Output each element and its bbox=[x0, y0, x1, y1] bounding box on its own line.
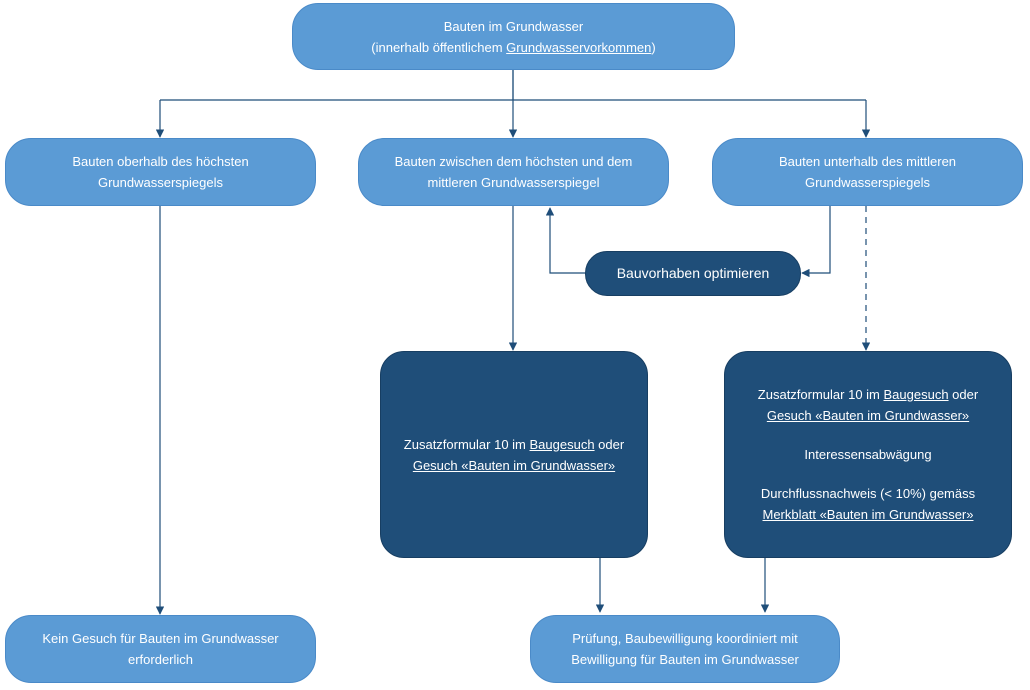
node-below-line2: Grundwasserspiegels bbox=[804, 175, 930, 190]
node-above-highest-level: Bauten oberhalb des höchsten Grundwasser… bbox=[5, 138, 316, 206]
baugesuch-link[interactable]: Baugesuch bbox=[529, 436, 595, 452]
arrow-optimize-to-mid bbox=[545, 207, 585, 274]
node-mid-form: Zusatzformular 10 im Baugesuch oder Gesu… bbox=[380, 351, 648, 558]
approval-line2: Bewilligung für Bauten im Grundwasser bbox=[571, 652, 799, 667]
optimize-label: Bauvorhaben optimieren bbox=[616, 265, 770, 281]
node-below-line1: Bauten unterhalb des mittleren bbox=[778, 154, 957, 169]
root-node-title: Bauten im Grundwasser bbox=[443, 18, 584, 34]
node-between-levels: Bauten zwischen dem höchsten und dem mit… bbox=[358, 138, 669, 206]
node-approval: Prüfung, Baubewilligung koordiniert mit … bbox=[530, 615, 840, 683]
node-right-form: Zusatzformular 10 im Baugesuch oder Gesu… bbox=[724, 351, 1012, 558]
root-node-bauten-im-grundwasser: Bauten im Grundwasser (innerhalb öffentl… bbox=[292, 3, 735, 70]
node-above-line1: Bauten oberhalb des höchsten bbox=[72, 154, 249, 169]
grundwasservorkommen-link[interactable]: Grundwasservorkommen bbox=[506, 39, 652, 55]
baugesuch-link[interactable]: Baugesuch bbox=[883, 387, 949, 402]
no-request-line1: Kein Gesuch für Bauten im Grundwasser bbox=[42, 631, 279, 646]
gesuch-bauten-im-grundwasser-link[interactable]: Gesuch «Bauten im Grundwasser» bbox=[412, 457, 616, 473]
right-form-interest: Interessensabwägung bbox=[804, 447, 932, 462]
right-form-line-merkblatt: Merkblatt «Bauten im Grundwasser» bbox=[763, 504, 974, 525]
node-between-line1: Bauten zwischen dem höchsten und dem bbox=[394, 154, 633, 169]
mid-form-line2: Gesuch «Bauten im Grundwasser» bbox=[413, 455, 615, 476]
merkblatt-link[interactable]: Merkblatt «Bauten im Grundwasser» bbox=[762, 507, 974, 522]
arrow-right-to-optimize bbox=[801, 206, 831, 278]
root-node-subtitle: (innerhalb öffentlichem Grundwasservorko… bbox=[371, 39, 656, 55]
no-request-line2: erforderlich bbox=[127, 652, 194, 667]
node-no-request-needed: Kein Gesuch für Bauten im Grundwasser er… bbox=[5, 615, 316, 683]
mid-form-line1: Zusatzformular 10 im Baugesuch oder bbox=[403, 436, 625, 452]
node-above-line2: Grundwasserspiegels bbox=[97, 175, 223, 190]
right-form-line2: Gesuch «Bauten im Grundwasser» bbox=[767, 405, 969, 426]
right-form-line1: Zusatzformular 10 im Baugesuch oder bbox=[757, 387, 979, 402]
approval-line1: Prüfung, Baubewilligung koordiniert mit bbox=[572, 631, 798, 646]
gesuch-bauten-im-grundwasser-link[interactable]: Gesuch «Bauten im Grundwasser» bbox=[766, 408, 970, 423]
node-between-line2: mittleren Grundwasserspiegel bbox=[427, 175, 600, 190]
right-form-flow: Durchflussnachweis (< 10%) gemäss bbox=[760, 486, 976, 501]
node-below-mean-level: Bauten unterhalb des mittleren Grundwass… bbox=[712, 138, 1023, 206]
node-optimize-project: Bauvorhaben optimieren bbox=[585, 251, 801, 296]
